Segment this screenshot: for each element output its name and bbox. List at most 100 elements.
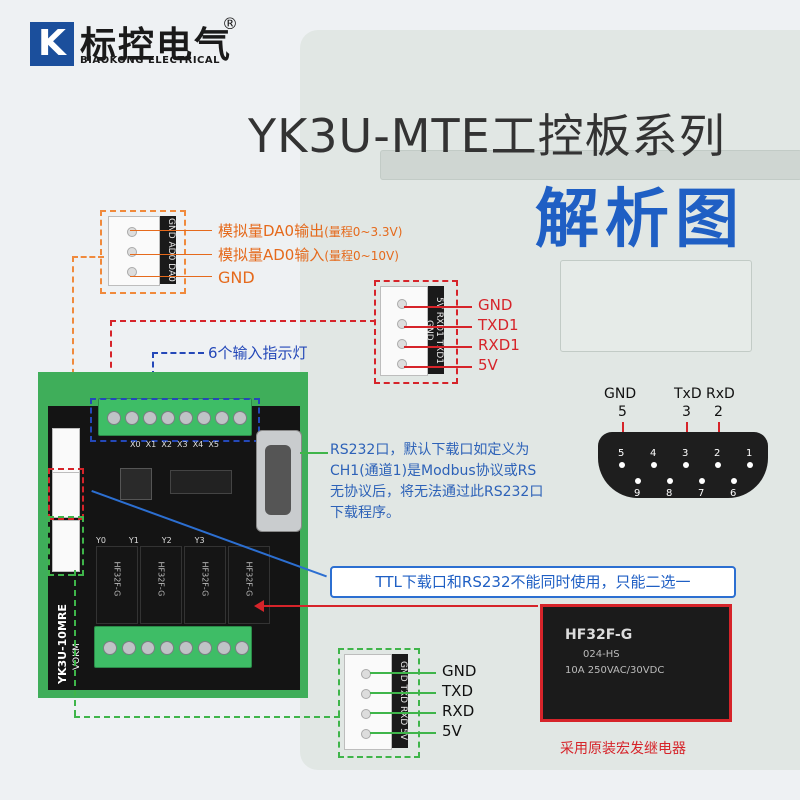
db9-pin-num: 4	[650, 448, 657, 459]
db9-pin	[731, 478, 737, 484]
db9-pin-num: 9	[634, 488, 641, 499]
subtitle: 解析图	[535, 183, 745, 257]
logo-chinese: 标控电气	[80, 25, 233, 66]
output-label: Y0	[96, 536, 106, 545]
ttl1-pin-label: GND	[478, 296, 513, 314]
analog-pin	[127, 247, 137, 257]
leader-line	[370, 712, 436, 714]
terminal-screw	[215, 411, 229, 425]
rs232-db9-port[interactable]	[256, 430, 302, 532]
mcu-chip	[170, 470, 232, 494]
terminal-screw	[198, 641, 212, 655]
ttl2-port-onboard[interactable]	[52, 520, 80, 572]
terminal-screw	[233, 411, 247, 425]
db9-pin	[651, 462, 657, 468]
terminal-screw	[143, 411, 157, 425]
input-indicator-label: 6个输入指示灯	[208, 344, 308, 362]
output-terminal-block[interactable]	[94, 626, 252, 668]
ttl-rs232-note: TTL下载口和RS232不能同时使用，只能二选一	[330, 566, 736, 598]
db9-rxd-num: 2	[714, 404, 723, 420]
da-output-range: (量程0~3.3V)	[324, 225, 403, 239]
db9-pin	[683, 462, 689, 468]
leader-line	[130, 254, 212, 255]
analog-port-onboard[interactable]	[52, 428, 80, 474]
db9-pin	[619, 462, 625, 468]
background-terminal-strip	[380, 150, 800, 180]
db9-pin-num: 7	[698, 488, 705, 499]
logo-english: BIAOKONG ELECTRICAL	[80, 55, 221, 66]
relay-photo: HF32F-G 024-HS 10A 250VAC/30VDC	[540, 604, 732, 722]
analog-gnd-label: GND	[218, 268, 255, 287]
ttl2-port-highlight	[48, 516, 84, 576]
ad-input-range: (量程0~10V)	[324, 249, 399, 263]
ttl2-leader	[74, 716, 340, 718]
db9-pin-num: 5	[618, 448, 625, 459]
terminal-screw	[125, 411, 139, 425]
leader-line	[370, 732, 436, 734]
db9-pin-num: 8	[666, 488, 673, 499]
ttl2-pin-label: GND	[442, 662, 477, 680]
output-label: Y3	[194, 536, 205, 545]
relay: HF32F-G	[184, 546, 226, 624]
ttl1-pin	[397, 339, 407, 349]
db9-pin-num: 3	[682, 448, 689, 459]
ttl1-leader	[110, 320, 114, 420]
terminal-screw	[197, 411, 211, 425]
relay-arrow-head	[254, 600, 264, 612]
ttl1-pin-label: RXD1	[478, 336, 520, 354]
da-output-label: 模拟量DA0输出	[218, 222, 325, 240]
ttl2-pin	[361, 689, 371, 699]
input-indicator-highlight	[90, 398, 260, 442]
terminal-screw	[235, 641, 249, 655]
relay-photo-model: HF32F-G	[565, 627, 633, 643]
db9-gnd-num: 5	[618, 404, 627, 420]
terminal-screw	[107, 411, 121, 425]
terminal-screw	[161, 411, 175, 425]
db9-pin	[635, 478, 641, 484]
db9-rxd-label: RxD	[706, 386, 735, 402]
relay: HF32F-G	[228, 546, 270, 624]
ad-input-label: 模拟量AD0输入	[218, 246, 325, 264]
ttl2-connector-highlight	[338, 648, 420, 758]
input-label: X4	[192, 440, 204, 449]
db9-txd-label: TxD	[674, 386, 702, 402]
db9-txd-num: 3	[682, 404, 691, 420]
ttl1-leader	[110, 320, 376, 324]
input-label: X1	[145, 440, 157, 449]
terminal-screw	[160, 641, 174, 655]
ttl2-pin	[361, 709, 371, 719]
ttl1-connector-highlight	[374, 280, 458, 384]
relay-photo-spec1: 024-HS	[583, 649, 620, 660]
ttl1-port-highlight	[48, 468, 84, 520]
leader-line	[370, 672, 436, 674]
db9-pin	[699, 478, 705, 484]
leader-line	[370, 692, 436, 694]
ttl2-pin-label: TXD	[442, 682, 473, 700]
db9-socket	[265, 445, 291, 515]
relay-caption: 采用原装宏发继电器	[560, 741, 686, 757]
terminal-screw	[217, 641, 231, 655]
db9-pin	[667, 478, 673, 484]
ttl2-silkscreen: GND TXD RXD 5V	[392, 654, 408, 748]
input-label: X0	[130, 440, 141, 449]
output-label: Y1	[128, 536, 139, 545]
logo-registered-mark: ®	[222, 14, 238, 33]
ttl2-pin-label: RXD	[442, 702, 475, 720]
ttl1-pin-label: 5V	[478, 356, 498, 374]
logo-mark: K	[30, 22, 74, 66]
terminal-screw	[103, 641, 117, 655]
input-label: X5	[208, 440, 219, 449]
rs232-description: RS232口，默认下载口如定义为 CH1(通道1)是Modbus协议或RS 无协…	[330, 442, 544, 521]
ttl1-silkscreen: 5V RXD1 TXD1 GND	[424, 286, 444, 374]
rs232-leader	[300, 452, 328, 454]
db9-pin	[747, 462, 753, 468]
ttl2-pin	[361, 729, 371, 739]
ttl1-pin	[397, 299, 407, 309]
analog-leader	[72, 256, 76, 416]
ttl1-port-onboard[interactable]	[52, 472, 80, 518]
leader-line	[404, 326, 472, 328]
inductor	[120, 468, 152, 500]
input-label: X3	[177, 440, 188, 449]
ttl1-connector	[380, 286, 428, 376]
leader-line	[404, 346, 472, 348]
